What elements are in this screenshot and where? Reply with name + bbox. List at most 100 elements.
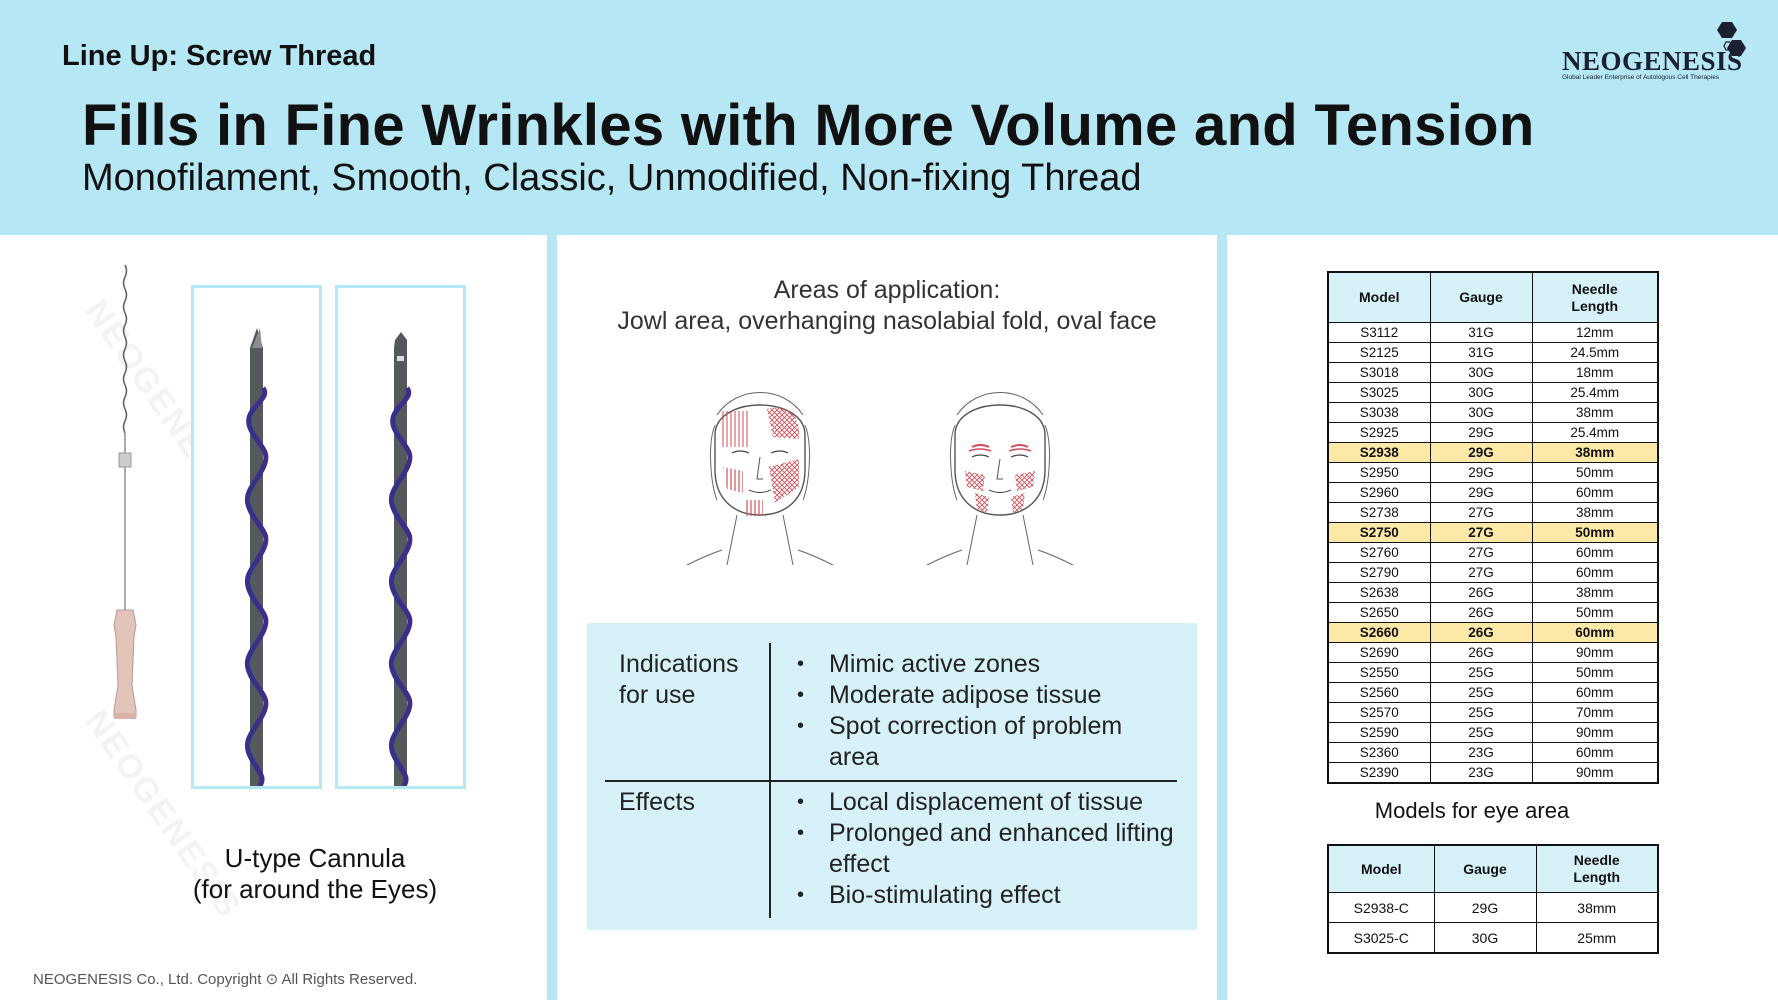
cell-gauge: 29G bbox=[1429, 422, 1533, 443]
cell-model: S2738 bbox=[1327, 502, 1431, 523]
cell-model: S2760 bbox=[1327, 542, 1431, 563]
cell-gauge: 27G bbox=[1429, 562, 1533, 583]
face-diagram-1 bbox=[686, 392, 834, 565]
cell-model: S2750 bbox=[1327, 522, 1431, 543]
cell-model: S2550 bbox=[1327, 662, 1431, 683]
cell-length: 25.4mm bbox=[1531, 382, 1659, 403]
cell-gauge: 29G bbox=[1429, 482, 1533, 503]
cell-length: 60mm bbox=[1531, 682, 1659, 703]
cell-length: 50mm bbox=[1531, 602, 1659, 623]
column-header-model: Model bbox=[1327, 271, 1431, 323]
cell-model: S2660 bbox=[1327, 622, 1431, 643]
indications-list: Mimic active zones Moderate adipose tiss… bbox=[787, 649, 1177, 773]
cell-model: S2950 bbox=[1327, 462, 1431, 483]
list-item: Prolonged and enhanced lifting effect bbox=[787, 818, 1177, 880]
column-header-gauge: Gauge bbox=[1433, 844, 1537, 893]
product-image-panel: NEOGENESIS NEOGENESIS U-type Cannula (fo… bbox=[0, 235, 547, 1000]
cell-length: 90mm bbox=[1531, 722, 1659, 743]
effects-list: Local displacement of tissue Prolonged a… bbox=[787, 787, 1177, 911]
cell-length: 60mm bbox=[1531, 742, 1659, 763]
cell-model: S2360 bbox=[1327, 742, 1431, 763]
application-panel: Areas of application: Jowl area, overhan… bbox=[557, 235, 1217, 1000]
hexagon-logo-icon bbox=[1717, 22, 1746, 56]
cell-model: S2650 bbox=[1327, 602, 1431, 623]
cell-model: S3025 bbox=[1327, 382, 1431, 403]
effects-label: Effects bbox=[619, 788, 695, 816]
cell-gauge: 26G bbox=[1429, 602, 1533, 623]
cell-gauge: 29G bbox=[1433, 892, 1537, 923]
column-header-gauge: Gauge bbox=[1429, 271, 1533, 323]
cell-length: 50mm bbox=[1531, 522, 1659, 543]
cell-length: 60mm bbox=[1531, 562, 1659, 583]
cell-model: S2570 bbox=[1327, 702, 1431, 723]
cell-length: 90mm bbox=[1531, 762, 1659, 784]
cell-model: S2560 bbox=[1327, 682, 1431, 703]
cannula-image bbox=[113, 265, 137, 719]
cell-gauge: 27G bbox=[1429, 502, 1533, 523]
cell-length: 70mm bbox=[1531, 702, 1659, 723]
face-diagram-2 bbox=[926, 392, 1074, 565]
cell-model: S3018 bbox=[1327, 362, 1431, 383]
cell-gauge: 27G bbox=[1429, 522, 1533, 543]
needle-thread-image-1 bbox=[244, 328, 269, 788]
page-title: Fills in Fine Wrinkles with More Volume … bbox=[82, 93, 1535, 158]
cannula-caption-line2: (for around the Eyes) bbox=[192, 874, 438, 904]
page-subtitle: Monofilament, Smooth, Classic, Unmodifie… bbox=[82, 157, 1142, 199]
cell-model: S2790 bbox=[1327, 562, 1431, 583]
header-banner: Line Up: Screw Thread Fills in Fine Wrin… bbox=[0, 0, 1778, 235]
copyright-notice: NEOGENESIS Co., Ltd. Copyright ⊙ All Rig… bbox=[33, 971, 418, 988]
logo-wordmark: NEOGENESIS bbox=[1562, 46, 1743, 76]
list-item: Mimic active zones bbox=[787, 649, 1177, 680]
cell-length: 60mm bbox=[1531, 482, 1659, 503]
cell-model: S2125 bbox=[1327, 342, 1431, 363]
list-item: Local displacement of tissue bbox=[787, 787, 1177, 818]
cell-length: 25.4mm bbox=[1531, 422, 1659, 443]
indications-effects-box: Indications for use Mimic active zones M… bbox=[587, 623, 1197, 930]
needle-closeup-frame-2 bbox=[335, 285, 466, 789]
cell-length: 50mm bbox=[1531, 662, 1659, 683]
cell-gauge: 25G bbox=[1429, 662, 1533, 683]
lineup-label: Line Up: Screw Thread bbox=[62, 40, 377, 72]
list-item: Bio-stimulating effect bbox=[787, 880, 1177, 911]
needle-closeup-frame-1 bbox=[191, 285, 322, 789]
cell-length: 38mm bbox=[1531, 442, 1659, 463]
cell-gauge: 31G bbox=[1429, 322, 1533, 343]
column-header-model: Model bbox=[1327, 844, 1435, 893]
cannula-caption: U-type Cannula (for around the Eyes) bbox=[150, 843, 480, 905]
cell-length: 38mm bbox=[1531, 502, 1659, 523]
cell-gauge: 25G bbox=[1429, 682, 1533, 703]
cell-length: 60mm bbox=[1531, 622, 1659, 643]
cell-gauge: 23G bbox=[1429, 742, 1533, 763]
cell-model: S2690 bbox=[1327, 642, 1431, 663]
cell-gauge: 30G bbox=[1429, 402, 1533, 423]
face-application-diagrams bbox=[686, 392, 1074, 565]
areas-heading: Areas of application: bbox=[773, 276, 1001, 304]
eye-models-caption: Models for eye area bbox=[1374, 798, 1570, 823]
cell-gauge: 31G bbox=[1429, 342, 1533, 363]
table-divider-horizontal bbox=[605, 780, 1177, 782]
cell-gauge: 27G bbox=[1429, 542, 1533, 563]
areas-of-application: Areas of application: Jowl area, overhan… bbox=[557, 275, 1217, 337]
cell-model: S3025-C bbox=[1327, 922, 1435, 954]
